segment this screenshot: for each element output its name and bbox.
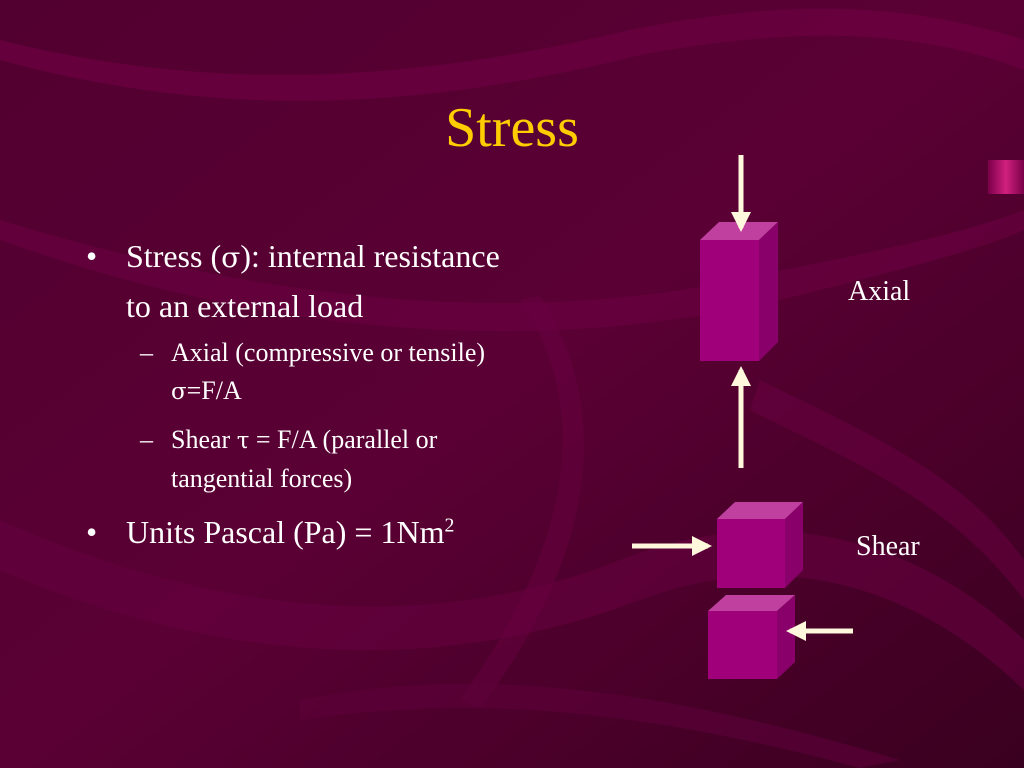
sub-bullet-axial: – Axial (compressive or tensile) σ=F/A (84, 334, 504, 411)
axial-block (700, 222, 778, 361)
sub-bullet-text-pre: Shear (171, 425, 237, 454)
shear-block-bottom (708, 595, 795, 679)
sub-bullet-text-post: =F/A (186, 376, 242, 405)
sub-bullet-text-pre: Axial (compressive or tensile) (171, 338, 486, 367)
accent-ribbon-icon (988, 160, 1024, 194)
slide-title: Stress (445, 97, 579, 159)
bullet-list: • Stress (σ): internal resistance to an … (84, 232, 504, 560)
sub-bullet-text-post: = F/A (parallel or tangential forces) (171, 425, 438, 493)
bullet-units: • Units Pascal (Pa) = 1Nm2 (84, 508, 504, 556)
bullet-mark: • (86, 238, 98, 274)
exponent: 2 (444, 514, 455, 537)
bullet-units-text: Units Pascal (Pa) = 1Nm (126, 514, 445, 550)
bullet-stress-definition: • Stress (σ): internal resistance to an … (84, 232, 504, 330)
tau-symbol: τ (236, 428, 250, 454)
shear-block-top (717, 502, 803, 588)
sub-bullet-mark: – (140, 338, 153, 367)
bullet-text-post: ): internal resistance to an external lo… (126, 238, 500, 324)
bullet-mark: • (86, 514, 98, 550)
bullet-text-pre: Stress ( (126, 238, 222, 274)
shear-label: Shear (856, 531, 920, 562)
sigma-symbol: σ (171, 379, 187, 405)
sub-bullet-mark: – (140, 425, 153, 454)
sigma-symbol: σ (221, 241, 241, 274)
axial-label: Axial (848, 276, 911, 307)
sub-bullet-shear: – Shear τ = F/A (parallel or tangential … (84, 421, 504, 498)
